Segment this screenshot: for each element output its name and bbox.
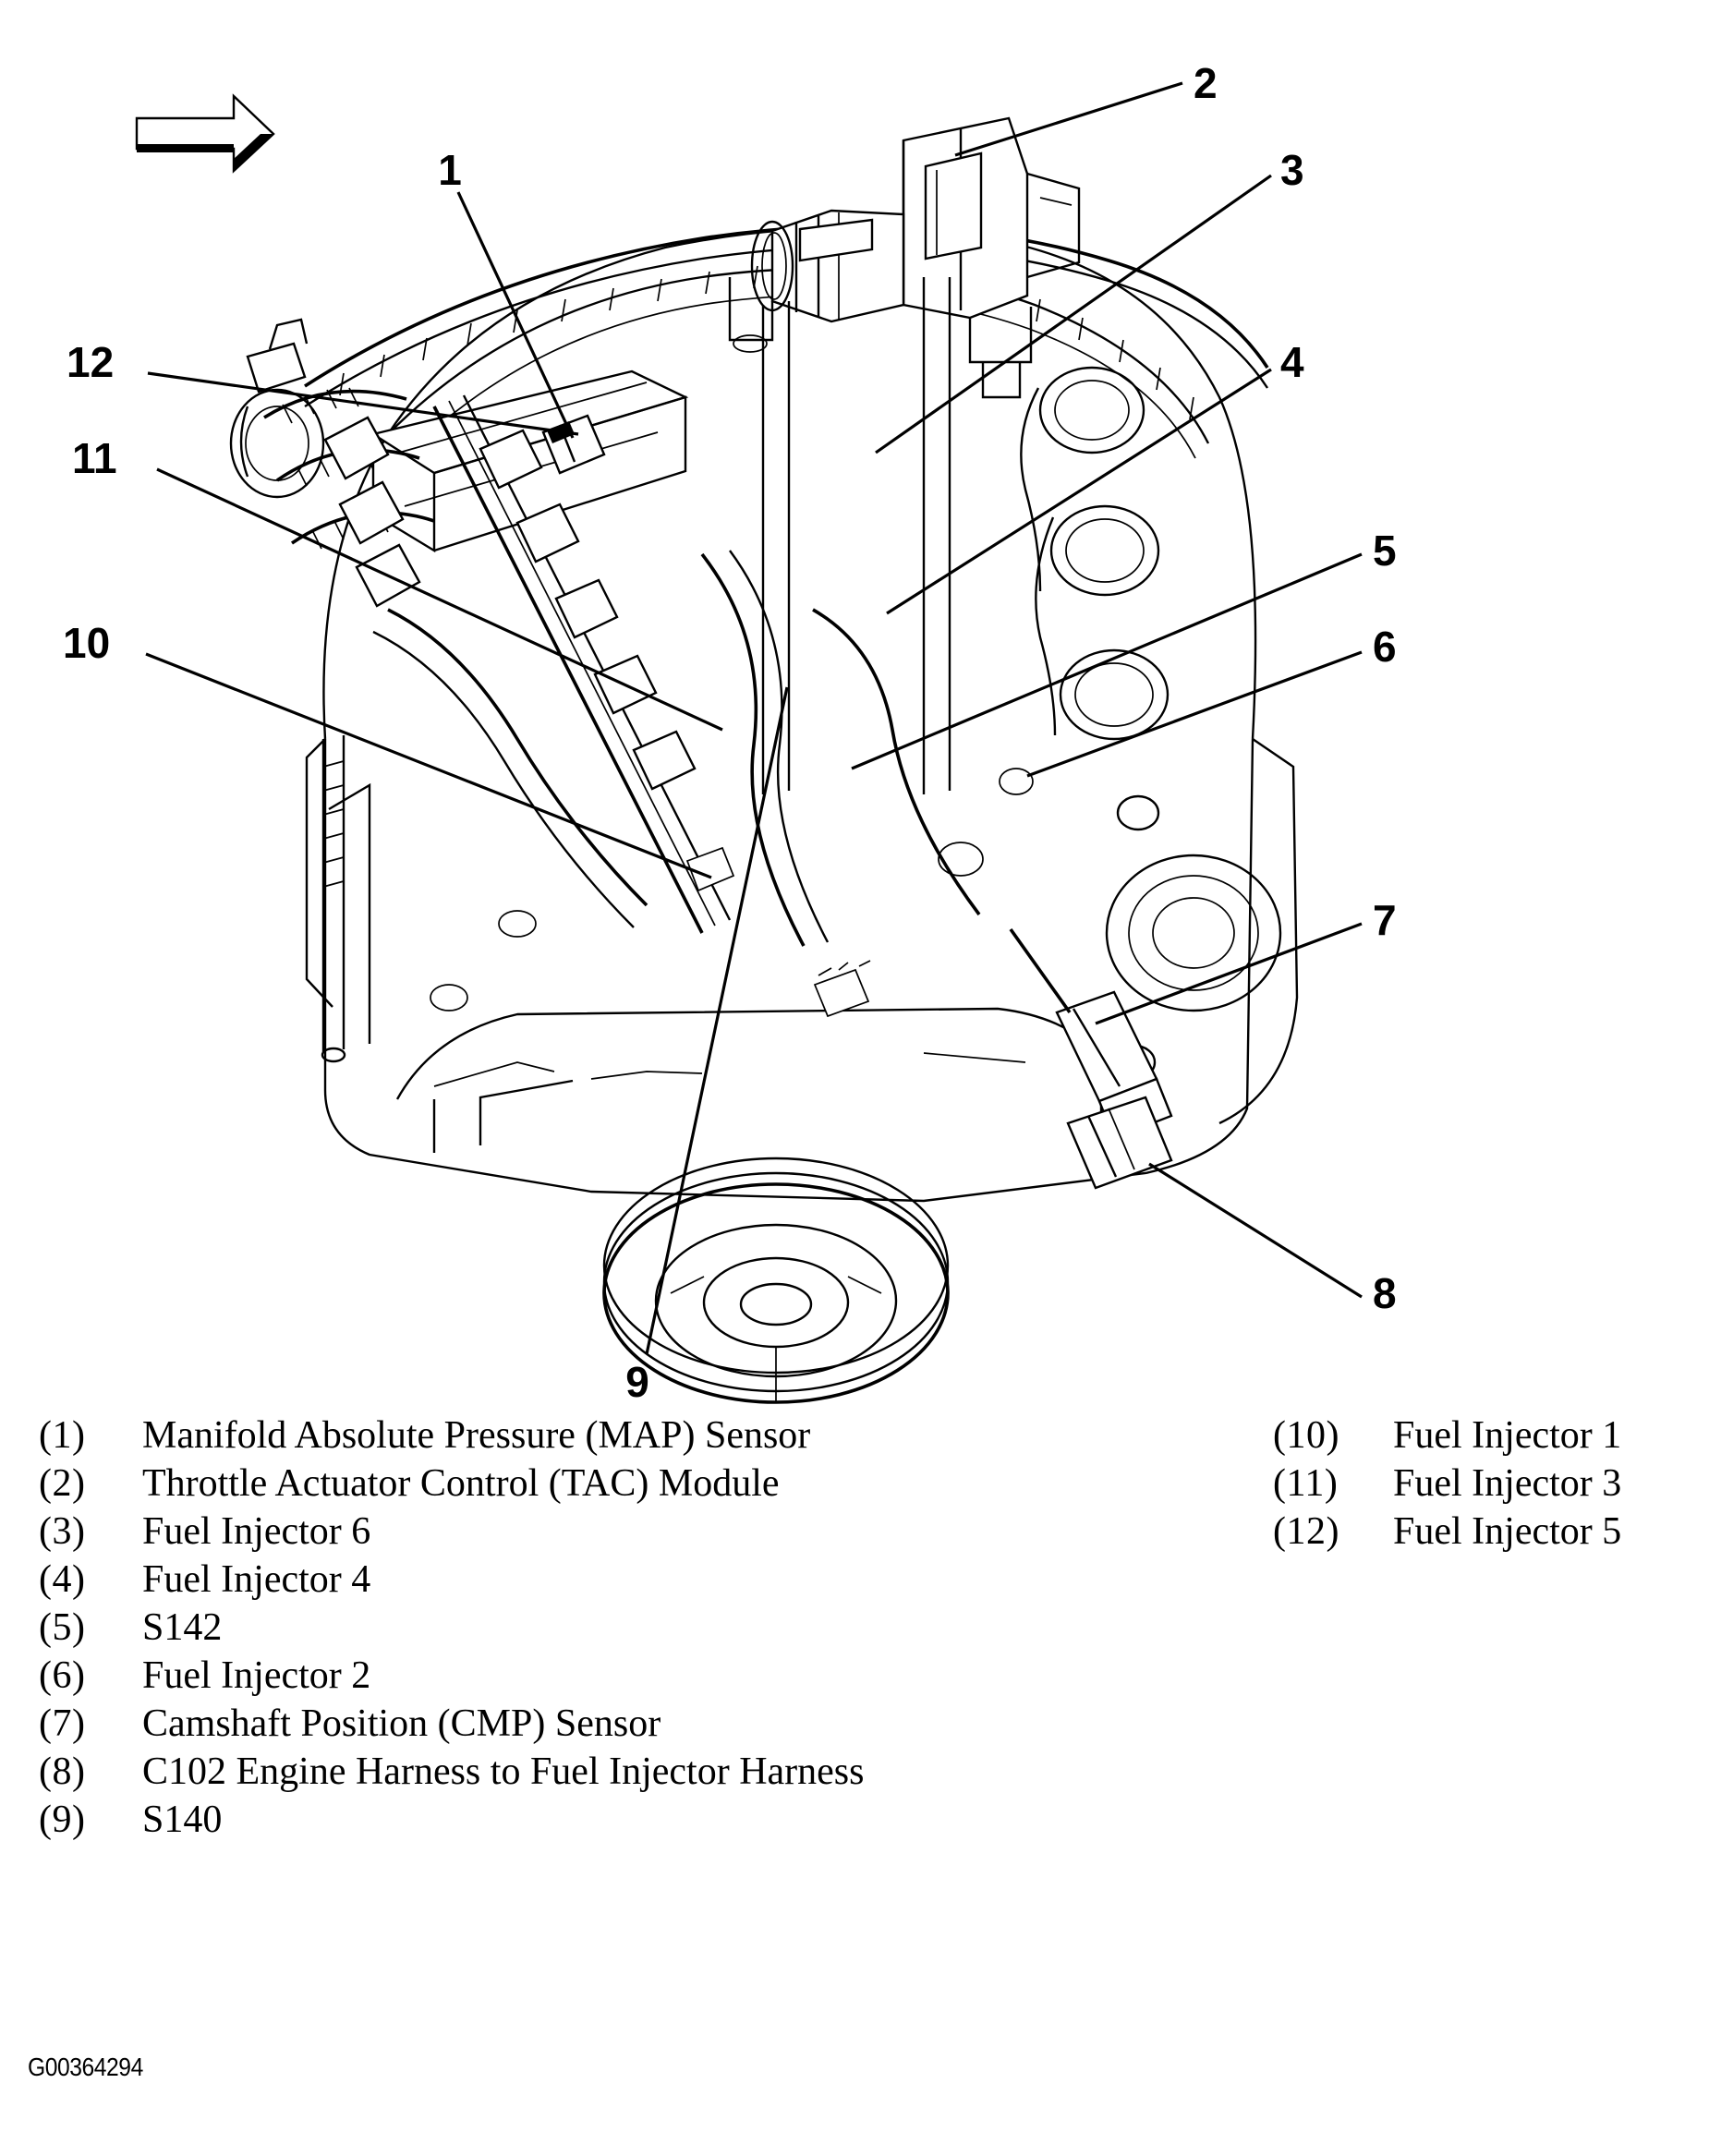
- tac-module: [728, 116, 1081, 399]
- legend-item-number: (6): [39, 1654, 86, 1697]
- callout-leader-lines: [145, 81, 1363, 1355]
- legend-item-label: Throttle Actuator Control (TAC) Module: [142, 1462, 780, 1505]
- legend-item-number: (2): [39, 1462, 86, 1505]
- legend-item-label: Fuel Injector 1: [1393, 1414, 1622, 1457]
- legend-item-number: (11): [1273, 1462, 1339, 1505]
- legend-item-label: Camshaft Position (CMP) Sensor: [142, 1702, 661, 1745]
- legend-item: (3) Fuel Injector 6: [39, 1508, 1194, 1556]
- crankshaft-balancer: [602, 1157, 950, 1404]
- callout-number-12: 12: [67, 338, 114, 386]
- leader-line-5: [851, 552, 1363, 770]
- legend-item-label: S142: [142, 1606, 223, 1649]
- callout-number-5: 5: [1373, 527, 1397, 575]
- block-details: [430, 768, 1034, 1145]
- callout-number-7: 7: [1373, 896, 1397, 944]
- leader-line-4: [886, 368, 1272, 615]
- callout-numbers: 1 2 3 4 5 6 7 8 9 10 11 12: [63, 59, 1397, 1404]
- fuel-injectors: [479, 429, 697, 791]
- legend-item: (1) Manifold Absolute Pressure (MAP) Sen…: [39, 1411, 1194, 1460]
- spark-plug-wires: [239, 387, 435, 608]
- component-legend: (1) Manifold Absolute Pressure (MAP) Sen…: [0, 1411, 1721, 2058]
- leader-line-3: [875, 174, 1272, 454]
- legend-item: (12) Fuel Injector 5: [1273, 1508, 1707, 1556]
- leader-line-11: [156, 467, 723, 732]
- leader-line-9: [645, 686, 789, 1355]
- callout-number-9: 9: [625, 1358, 649, 1404]
- legend-column-right: (10) Fuel Injector 1 (11) Fuel Injector …: [1273, 1411, 1707, 1556]
- intake-runners-right: [1020, 366, 1170, 741]
- callout-number-10: 10: [63, 619, 110, 667]
- leader-line-8: [1148, 1162, 1363, 1299]
- head-bolt-columns: [761, 277, 951, 794]
- engine-component-location-figure: 1 2 3 4 5 6 7 8 9 10 11 12: [63, 59, 1397, 1404]
- callout-number-4: 4: [1280, 338, 1304, 386]
- callout-number-6: 6: [1373, 623, 1397, 671]
- leader-line-1: [456, 191, 575, 439]
- leader-line-7: [1095, 922, 1363, 1025]
- leader-line-6: [1026, 650, 1363, 778]
- legend-item-number: (4): [39, 1558, 86, 1601]
- callout-number-1: 1: [438, 146, 462, 194]
- legend-item-label: Manifold Absolute Pressure (MAP) Sensor: [142, 1414, 811, 1457]
- legend-item: (8) C102 Engine Harness to Fuel Injector…: [39, 1748, 1194, 1796]
- legend-item-label: Fuel Injector 3: [1393, 1462, 1622, 1505]
- callout-number-3: 3: [1280, 146, 1304, 194]
- legend-item-label: Fuel Injector 4: [142, 1558, 371, 1601]
- leader-line-2: [954, 81, 1183, 157]
- callout-number-8: 8: [1373, 1269, 1397, 1317]
- legend-item: (2) Throttle Actuator Control (TAC) Modu…: [39, 1460, 1194, 1508]
- legend-item: (9) S140: [39, 1796, 1194, 1844]
- legend-item-number: (7): [39, 1702, 86, 1745]
- leader-line-12: [147, 371, 579, 436]
- legend-item-number: (12): [1273, 1510, 1339, 1553]
- legend-item-number: (8): [39, 1750, 86, 1793]
- callout-number-11: 11: [72, 434, 117, 482]
- left-connector: [229, 318, 325, 499]
- legend-item-label: Fuel Injector 5: [1393, 1510, 1622, 1553]
- legend-item-label: Fuel Injector 2: [142, 1654, 371, 1697]
- wiring-harness: [372, 550, 981, 947]
- legend-item: (5) S142: [39, 1604, 1194, 1652]
- legend-item-number: (5): [39, 1606, 86, 1649]
- harness-splices: [685, 846, 871, 1018]
- c102-connector: [1066, 1096, 1173, 1190]
- dipstick-tube: [321, 735, 346, 1063]
- right-arrow-icon: [135, 93, 275, 174]
- legend-item: (7) Camshaft Position (CMP) Sensor: [39, 1700, 1194, 1748]
- legend-item: (10) Fuel Injector 1: [1273, 1411, 1707, 1460]
- legend-item-number: (10): [1273, 1414, 1339, 1457]
- engine-illustration: [229, 116, 1299, 1404]
- legend-column-left: (1) Manifold Absolute Pressure (MAP) Sen…: [39, 1411, 1194, 1844]
- legend-item-number: (3): [39, 1510, 86, 1553]
- legend-item-label: Fuel Injector 6: [142, 1510, 371, 1553]
- legend-item: (11) Fuel Injector 3: [1273, 1460, 1707, 1508]
- bellhousing: [1105, 738, 1299, 1125]
- leader-line-10: [145, 652, 712, 879]
- legend-item-label: S140: [142, 1799, 223, 1841]
- legend-item-number: (1): [39, 1414, 86, 1457]
- legend-item: (6) Fuel Injector 2: [39, 1652, 1194, 1700]
- legend-item-label: C102 Engine Harness to Fuel Injector Har…: [142, 1750, 865, 1793]
- figure-id-code: G00364294: [28, 2053, 143, 2081]
- legend-item: (4) Fuel Injector 4: [39, 1556, 1194, 1604]
- legend-item-number: (9): [39, 1799, 86, 1841]
- callout-number-2: 2: [1194, 59, 1218, 107]
